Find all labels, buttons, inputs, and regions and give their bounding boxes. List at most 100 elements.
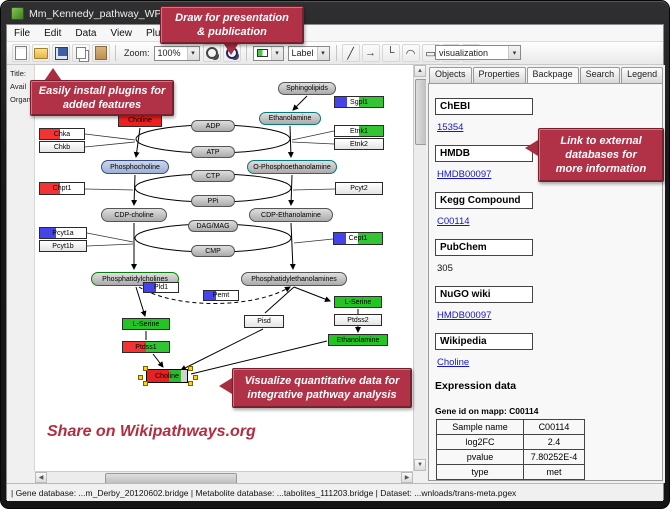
pathway-node[interactable]: O-Phosphoethanolamine	[247, 160, 337, 174]
open-folder-icon	[34, 47, 48, 59]
pathway-node[interactable]: Choline	[138, 366, 198, 386]
open-button[interactable]	[32, 44, 50, 62]
pathway-node[interactable]: Cept1	[333, 232, 383, 245]
link-callout-arrow	[525, 140, 538, 156]
db-header-kegg-compound: Kegg Compound	[435, 192, 533, 209]
pathway-node[interactable]: Phosphatidylethanolamines	[241, 272, 347, 286]
toolbar-separator	[245, 45, 247, 61]
tab-objects[interactable]: Objects	[429, 67, 472, 83]
copy-button[interactable]	[72, 44, 90, 62]
pathway-node[interactable]: Ethanolamine	[259, 112, 321, 125]
pathway-node[interactable]: Pcyt1a	[39, 227, 87, 239]
new-file-button[interactable]	[12, 44, 30, 62]
pathway-node[interactable]: Etnk1	[334, 125, 384, 137]
table-cell: log2FC	[436, 434, 524, 450]
paste-icon	[95, 46, 107, 60]
menu-file[interactable]: File	[14, 27, 31, 39]
pathway-node[interactable]: Pemt	[203, 290, 239, 301]
selection-handle[interactable]	[143, 381, 148, 386]
menu-edit[interactable]: Edit	[44, 27, 62, 39]
pathway-node[interactable]: ATP	[191, 146, 235, 158]
pathway-node[interactable]: Chka	[39, 128, 85, 140]
menu-data[interactable]: Data	[75, 27, 97, 39]
elbow-connector-tool[interactable]: └	[381, 44, 400, 62]
db-link-chebi[interactable]: 15354	[437, 122, 464, 133]
expression-data-title: Expression data	[435, 380, 517, 392]
pathway-node[interactable]: CMP	[191, 245, 235, 257]
pathway-node[interactable]: CTP	[191, 170, 235, 182]
tab-legend[interactable]: Legend	[621, 67, 664, 83]
db-link-kegg-compound[interactable]: C00114	[437, 216, 470, 227]
arrow-tool[interactable]: →	[361, 44, 380, 62]
pathway-node[interactable]: L-Serine	[122, 318, 170, 330]
pathway-node-label: ADP	[205, 122, 221, 130]
zoom-value: 100%	[157, 48, 181, 58]
info-organism-label: Organ	[10, 95, 31, 104]
status-text: | Gene database: ...m_Derby_20120602.bri…	[11, 487, 517, 498]
pathway-node[interactable]: Chkb	[39, 141, 85, 153]
label-tool-dropdown[interactable]: Label	[287, 45, 330, 61]
pathway-node-label: Chka	[53, 130, 71, 138]
gene-id-line: Gene id on mapp: C00114	[435, 406, 539, 416]
pathway-node[interactable]: ADP	[191, 120, 235, 132]
save-button[interactable]	[52, 44, 70, 62]
toolbar-separator	[335, 45, 337, 61]
db-link-hmdb[interactable]: HMDB00097	[437, 169, 492, 180]
pathway-node[interactable]: DAG/MAG	[188, 220, 238, 232]
tab-properties[interactable]: Properties	[472, 67, 526, 83]
paste-button[interactable]	[92, 44, 110, 62]
selection-handle[interactable]	[143, 366, 148, 371]
plugins-callout: Easily install plugins for added feature…	[30, 80, 174, 116]
pathway-node[interactable]: Sphingolipids	[278, 82, 336, 95]
db-link-wikipedia[interactable]: Choline	[437, 357, 470, 368]
tab-search[interactable]: Search	[579, 67, 621, 83]
pathway-node-label: O-Phosphoethanolamine	[253, 163, 331, 171]
scroll-up-button[interactable]: ▲	[414, 65, 426, 77]
pathway-node[interactable]: Ptdss1	[122, 341, 170, 353]
horizontal-scrollbar[interactable]: ◀ ▶	[35, 471, 413, 484]
scroll-left-button[interactable]: ◀	[35, 472, 47, 483]
pathway-node[interactable]: Etnk2	[334, 138, 384, 150]
db-link-nugo-wiki[interactable]: HMDB00097	[437, 310, 492, 321]
selection-handle[interactable]	[188, 381, 193, 386]
pathway-node[interactable]: Pld1	[143, 282, 179, 293]
menu-view[interactable]: View	[110, 27, 132, 39]
toolbar-separator	[115, 45, 116, 61]
datanode-tool-dropdown[interactable]	[252, 45, 284, 61]
selection-handle[interactable]	[188, 366, 193, 371]
pathway-node[interactable]: L-Serine	[334, 296, 382, 308]
pathway-node[interactable]: Pisd	[244, 315, 284, 328]
pathway-node[interactable]: Pcyt1b	[39, 240, 87, 252]
pathway-node-label: CDP-Ethanolamine	[261, 211, 321, 219]
pathway-node[interactable]: Chpt1	[39, 182, 85, 195]
table-cell: pvalue	[436, 449, 524, 465]
pathway-node-label: CDP-choline	[114, 211, 154, 219]
scroll-right-button[interactable]: ▶	[401, 472, 413, 483]
pathway-node[interactable]: Ptdss2	[334, 314, 382, 326]
zoom-select[interactable]: 100%	[153, 45, 200, 61]
pathway-node[interactable]: Sgpl1	[334, 96, 384, 108]
visualization-select[interactable]: visualization	[435, 45, 521, 60]
pathway-node[interactable]: Phosphocholine	[101, 160, 169, 174]
pathway-node[interactable]: PPi	[191, 195, 235, 207]
curved-connector-tool[interactable]: ◠	[401, 44, 420, 62]
table-cell: 7.80252E-4	[523, 449, 585, 465]
table-cell: met	[523, 464, 585, 480]
pathway-node[interactable]: CDP-choline	[101, 208, 167, 222]
selection-handle[interactable]	[138, 375, 143, 380]
line-tool[interactable]: ╱	[341, 44, 360, 62]
pathway-node-label: Cept1	[348, 235, 368, 242]
pathway-node-label: Etnk1	[350, 127, 368, 135]
vertical-scrollbar[interactable]: ▲ ▼	[413, 65, 427, 471]
pathway-node[interactable]: CDP-Ethanolamine	[249, 208, 333, 222]
pathway-node[interactable]: Pcyt2	[335, 182, 383, 195]
zoom-in-button[interactable]	[202, 44, 221, 62]
tab-backpage[interactable]: Backpage	[526, 67, 579, 83]
scroll-down-button[interactable]: ▼	[414, 459, 426, 471]
selection-handle[interactable]	[193, 375, 198, 380]
pathway-node[interactable]: Ethanolamine	[328, 334, 388, 346]
